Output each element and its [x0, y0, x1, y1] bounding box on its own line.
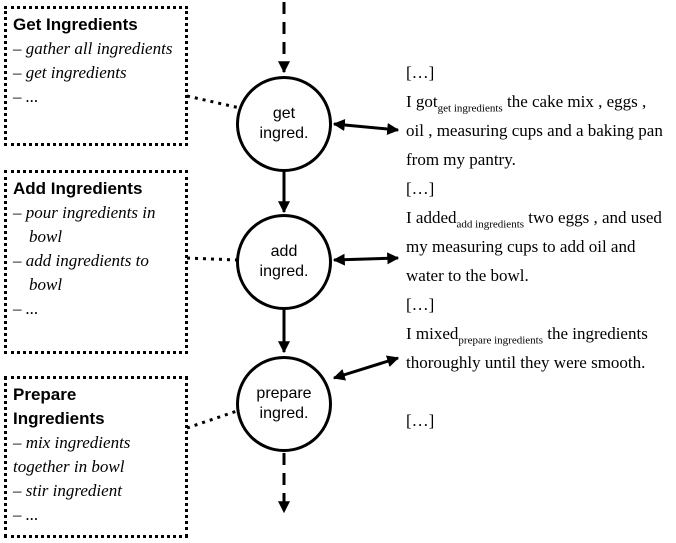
node-label-line1: add	[270, 243, 298, 260]
passage-get-ingredients: I gotget ingredients the cake mix , eggs…	[406, 92, 663, 169]
node-prepare-ingred: prepare ingred.	[236, 356, 332, 452]
ellipsis-3: […]	[406, 295, 435, 314]
box-item: – ...	[13, 299, 39, 318]
dotted-link-add	[186, 256, 238, 262]
box-title: Ingredients	[13, 409, 105, 428]
box-item: – ...	[13, 505, 39, 524]
bi-arrow-get	[332, 119, 400, 135]
box-item: – add ingredients to bowl	[13, 251, 149, 294]
dotted-link-prepare	[186, 408, 241, 430]
box-title: Add Ingredients	[13, 179, 143, 198]
node-label-line1: get	[272, 105, 296, 122]
box-title: Prepare	[13, 385, 77, 404]
passage-add-ingredients: I addedadd ingredients two eggs , and us…	[406, 208, 662, 285]
box-title: Get Ingredients	[13, 15, 138, 34]
bi-arrow-add	[332, 252, 400, 266]
ellipsis-2: […]	[406, 179, 435, 198]
box-item: – ...	[13, 87, 39, 106]
node-label-line2: ingred.	[259, 263, 309, 280]
node-label-line2: ingred.	[259, 125, 309, 142]
event-box-add-ingredients: Add Ingredients – pour ingredients in bo…	[4, 170, 188, 354]
ellipsis-4: […]	[406, 411, 435, 430]
box-item: – stir ingredient	[13, 481, 122, 500]
ellipsis-1: […]	[406, 63, 435, 82]
box-item: – mix ingredients together in bowl	[13, 433, 131, 476]
dotted-link-get	[186, 94, 241, 110]
node-add-ingred: add ingred.	[236, 214, 332, 310]
box-item: – pour ingredients in bowl	[13, 203, 156, 246]
event-box-get-ingredients: Get Ingredients – gather all ingredients…	[4, 6, 188, 146]
node-label-line2: ingred.	[259, 405, 309, 422]
event-box-prepare-ingredients: Prepare Ingredients – mix ingredients to…	[4, 376, 188, 538]
bi-arrow-prepare	[332, 355, 400, 381]
box-item: – get ingredients	[13, 63, 127, 82]
node-label-line1: prepare	[256, 385, 312, 402]
box-item: – gather all ingredients	[13, 39, 173, 58]
node-get-ingred: get ingred.	[236, 76, 332, 172]
passage-prepare-ingredients: I mixedprepare ingredients the ingredien…	[406, 324, 648, 372]
